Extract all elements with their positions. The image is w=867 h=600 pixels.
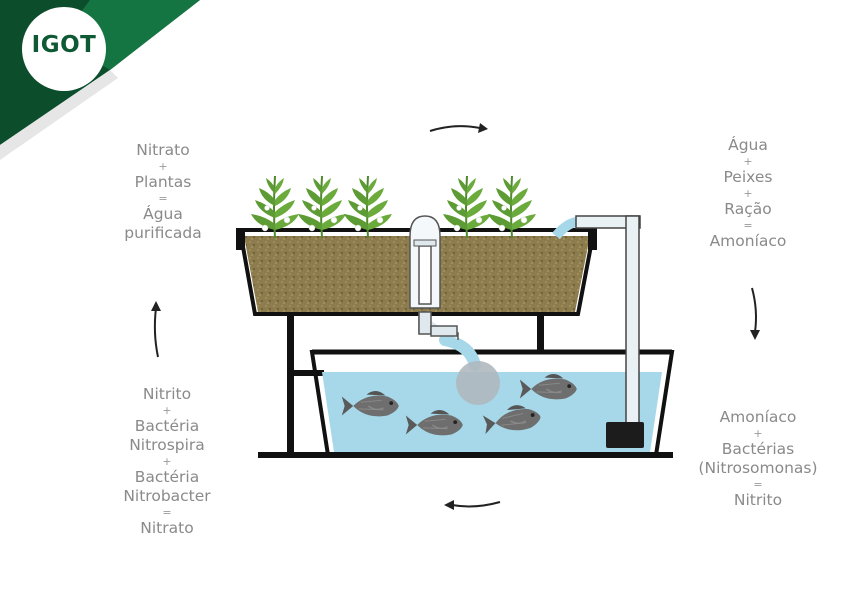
label-line: Bactéria <box>134 468 200 486</box>
label-line: Nitrospira <box>129 436 205 454</box>
label-line: Água <box>143 205 183 223</box>
label-operator: = <box>162 506 172 519</box>
label-nitrate-plants: Nitrato + Plantas = Água purificada <box>108 141 218 243</box>
logo-text: IGOT <box>31 32 97 58</box>
label-line: purificada <box>124 224 202 242</box>
label-operator: = <box>743 219 753 232</box>
label-line: Bactéria <box>134 417 200 435</box>
label-line: Nitrito <box>733 491 783 509</box>
label-line: Amoníaco <box>719 408 797 426</box>
label-water-fish-feed: Água + Peixes + Ração = Amoníaco <box>693 136 803 251</box>
label-operator: = <box>753 478 763 491</box>
label-operator: + <box>162 404 172 417</box>
label-line: Água <box>728 136 768 154</box>
water-pump-icon <box>552 215 644 448</box>
water-splash <box>456 361 500 405</box>
label-line: Nitrito <box>142 385 192 403</box>
label-line: Peixes <box>723 168 773 186</box>
label-nitrite-bacteria: Nitrito + Bactéria Nitrospira + Bactéria… <box>102 385 232 538</box>
label-operator: + <box>162 455 172 468</box>
label-operator: + <box>158 160 168 173</box>
label-operator: = <box>158 192 168 205</box>
logo-badge <box>22 7 106 91</box>
label-line: Amoníaco <box>709 232 787 250</box>
cycle-arrow-right <box>750 287 760 340</box>
bell-siphon <box>409 215 459 340</box>
label-line: Bactérias <box>721 440 795 458</box>
label-ammonia-bacteria: Amoníaco + Bactérias (Nitrosomonas) = Ni… <box>683 408 833 510</box>
label-operator: + <box>753 427 763 440</box>
brand-corner <box>0 0 200 160</box>
label-line: Nitrato <box>140 519 194 537</box>
label-line: (Nitrosomonas) <box>698 459 818 477</box>
cycle-arrow-bottom <box>444 500 501 510</box>
label-line: Plantas <box>134 173 192 191</box>
label-line: Ração <box>724 200 772 218</box>
cycle-arrow-left <box>151 301 161 358</box>
label-line: Nitrato <box>136 141 190 159</box>
cycle-arrow-top <box>429 123 488 133</box>
label-operator: + <box>743 187 753 200</box>
label-line: Nitrobacter <box>123 487 211 505</box>
label-operator: + <box>743 155 753 168</box>
